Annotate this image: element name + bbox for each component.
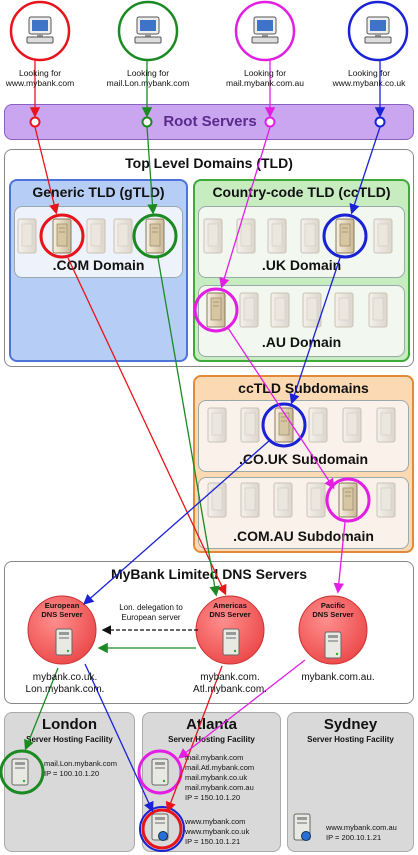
pacific-domains: mybank.com.au. bbox=[301, 672, 375, 683]
root-entry-dot bbox=[374, 116, 386, 128]
sydney-subtitle: Server Hosting Facility bbox=[307, 735, 394, 744]
client-computer-icon bbox=[364, 16, 392, 44]
client-highlight-ring bbox=[117, 0, 179, 62]
uk-blue-ring bbox=[322, 213, 368, 259]
au-magenta-ring bbox=[193, 287, 239, 333]
client-highlight-ring bbox=[347, 0, 409, 62]
com-red-ring bbox=[39, 213, 85, 259]
client-highlight-ring bbox=[234, 0, 296, 62]
gtld-title: Generic TLD (gTLD) bbox=[32, 184, 165, 200]
com-green-ring bbox=[132, 213, 178, 259]
root-entry-dot bbox=[141, 116, 153, 128]
mybank-dns-title: MyBank Limited DNS Servers bbox=[110, 566, 308, 582]
comau-magenta-ring bbox=[325, 477, 371, 523]
client-computer-icon bbox=[251, 16, 279, 44]
atlanta-web-server-icon bbox=[151, 813, 169, 841]
uk-domain-label: .UK Domain bbox=[261, 257, 342, 273]
couk-subdomain-label: .CO.UK Subdomain bbox=[238, 451, 369, 467]
sydney-title: Sydney bbox=[323, 716, 378, 733]
atlanta-blue-ring bbox=[139, 806, 185, 852]
atlanta-red-ring bbox=[141, 808, 183, 850]
client-computer-icon bbox=[134, 16, 162, 44]
root-entry-dot bbox=[29, 116, 41, 128]
cctld-title: Country-code TLD (ccTLD) bbox=[212, 184, 391, 200]
client-highlight-ring bbox=[9, 0, 71, 62]
americas-domains: mybank.com.Atl.mybank.com. bbox=[193, 672, 267, 695]
pacific-dns-server bbox=[298, 595, 368, 665]
london-title: London bbox=[42, 716, 97, 733]
root-entry-dot bbox=[264, 116, 276, 128]
comau-subdomain-label: .COM.AU Subdomain bbox=[233, 528, 374, 544]
london-mail-server-icon bbox=[11, 758, 29, 786]
sydney-web-server-icon bbox=[293, 813, 311, 841]
au-domain-label: .AU Domain bbox=[261, 334, 342, 350]
comau-subdomain-box bbox=[198, 477, 409, 549]
atlanta-mail-host-info: mail.mybank.com mail.Atl.mybank.com mail… bbox=[185, 753, 255, 802]
atlanta-mail-server-icon bbox=[151, 758, 169, 786]
couk-blue-ring bbox=[261, 402, 307, 448]
atlanta-subtitle: Server Hosting Facility bbox=[168, 735, 255, 744]
london-green-ring bbox=[0, 749, 45, 795]
tld-title: Top Level Domains (TLD) bbox=[125, 155, 293, 171]
european-domains: mybank.co.uk.Lon.mybank.com. bbox=[25, 672, 105, 695]
london-subtitle: Server Hosting Facility bbox=[26, 735, 113, 744]
com-domain-label: .COM Domain bbox=[52, 257, 145, 273]
root-servers-title: Root Servers bbox=[163, 113, 257, 130]
atlanta-magenta-ring bbox=[137, 749, 183, 795]
root-servers-bar bbox=[4, 104, 414, 140]
client-computer-icon bbox=[26, 16, 54, 44]
atlanta-web-host-info: www.mybank.com www.mybank.co.uk IP = 150… bbox=[185, 817, 250, 846]
